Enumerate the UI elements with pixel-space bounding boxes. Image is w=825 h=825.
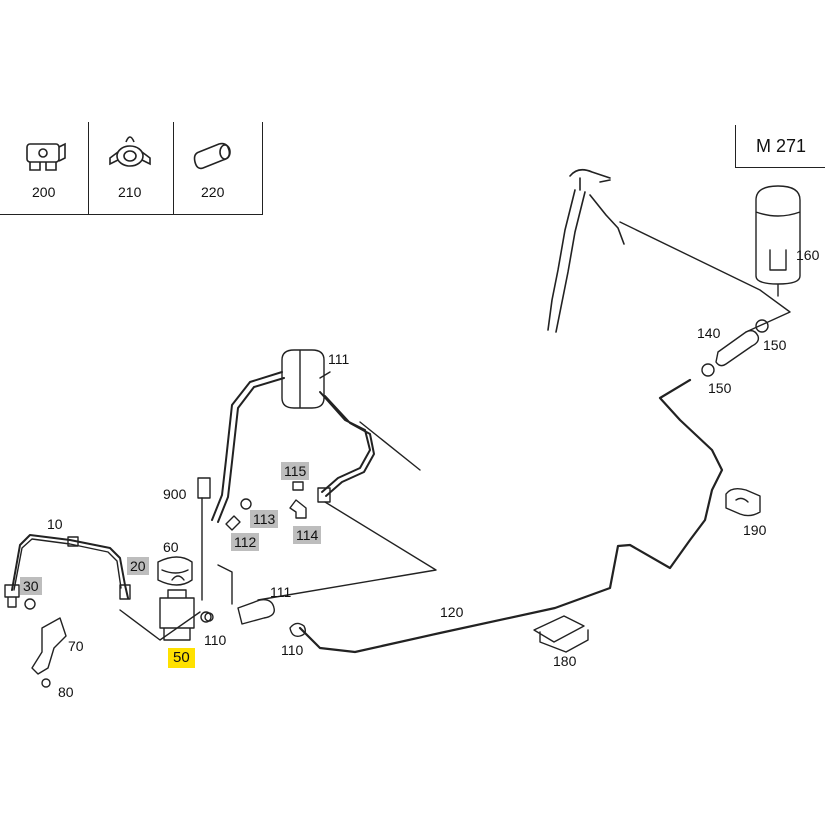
pipe-111-loop (319, 391, 375, 497)
leader-line-111-upper (359, 421, 421, 471)
clamp-110-right (289, 622, 307, 638)
reference-parts-table: 200 210 220 (0, 122, 263, 215)
leader-line-110 (217, 564, 233, 605)
callout-140: 140 (697, 325, 721, 341)
valve-50 (159, 575, 195, 641)
washer-30 (24, 598, 36, 610)
callout-114: 114 (293, 526, 322, 544)
callout-80: 80 (58, 684, 74, 700)
fuel-line-120 (298, 378, 724, 654)
reference-cell-210[interactable]: 210 (88, 122, 174, 214)
callout-120: 120 (440, 604, 464, 620)
callout-110-right: 110 (281, 642, 304, 658)
bracket-60 (157, 556, 193, 586)
clamp-110-left (204, 612, 214, 622)
reference-number-210: 210 (118, 184, 142, 200)
fitting-pipe-end (317, 487, 331, 503)
callout-190: 190 (743, 522, 767, 538)
clamp-150-lower (701, 363, 715, 377)
fitting-114 (289, 499, 307, 519)
hose-111-lower (237, 598, 275, 625)
harness-bracket (547, 168, 625, 333)
connector-30 (4, 584, 20, 608)
reference-cell-200[interactable]: 200 (0, 122, 89, 214)
reference-cell-220[interactable]: 220 (173, 122, 262, 214)
fitting-115 (292, 481, 304, 491)
pipe-111-upper (211, 371, 285, 523)
hose-sleeve-icon (193, 142, 231, 170)
callout-30: 30 (20, 577, 42, 595)
clip-190 (725, 487, 761, 517)
canister-111 (281, 349, 331, 409)
callout-150-upper: 150 (763, 337, 787, 353)
engine-code-label: M 271 (735, 125, 825, 168)
callout-160: 160 (796, 247, 820, 263)
clamp-180 (533, 615, 589, 653)
callout-900: 900 (163, 486, 187, 502)
callout-20: 20 (127, 557, 149, 575)
callout-111-lower: 111 (270, 584, 292, 600)
callout-70: 70 (68, 638, 84, 654)
callout-10: 10 (47, 516, 63, 532)
callout-60: 60 (163, 539, 179, 555)
callout-113: 113 (250, 510, 279, 528)
clamp-icon (26, 142, 66, 171)
clamp-150-upper (755, 319, 769, 333)
leader-line-114 (257, 501, 437, 601)
pipe-10 (11, 534, 129, 599)
bracket-70 (31, 617, 67, 675)
pipe-10-clamp (67, 536, 79, 547)
canister-160 (755, 185, 801, 297)
clip-icon (109, 136, 151, 167)
callout-180: 180 (553, 653, 577, 669)
leader-line-50 (119, 609, 201, 641)
fitting-113 (240, 498, 252, 510)
fitting-112 (225, 515, 241, 531)
callout-150-lower: 150 (708, 380, 732, 396)
washer-80 (41, 678, 51, 688)
pipe-900 (197, 477, 211, 499)
leader-line-160 (619, 221, 791, 333)
reference-number-200: 200 (32, 184, 56, 200)
callout-110-left: 110 (204, 632, 227, 648)
connector-20 (119, 584, 131, 600)
callout-112: 112 (231, 533, 260, 551)
callout-50: 50 (168, 648, 195, 668)
callout-115: 115 (281, 462, 310, 480)
callout-111-upper: 111 (328, 351, 350, 367)
reference-number-220: 220 (201, 184, 225, 200)
hose-140 (715, 329, 760, 367)
